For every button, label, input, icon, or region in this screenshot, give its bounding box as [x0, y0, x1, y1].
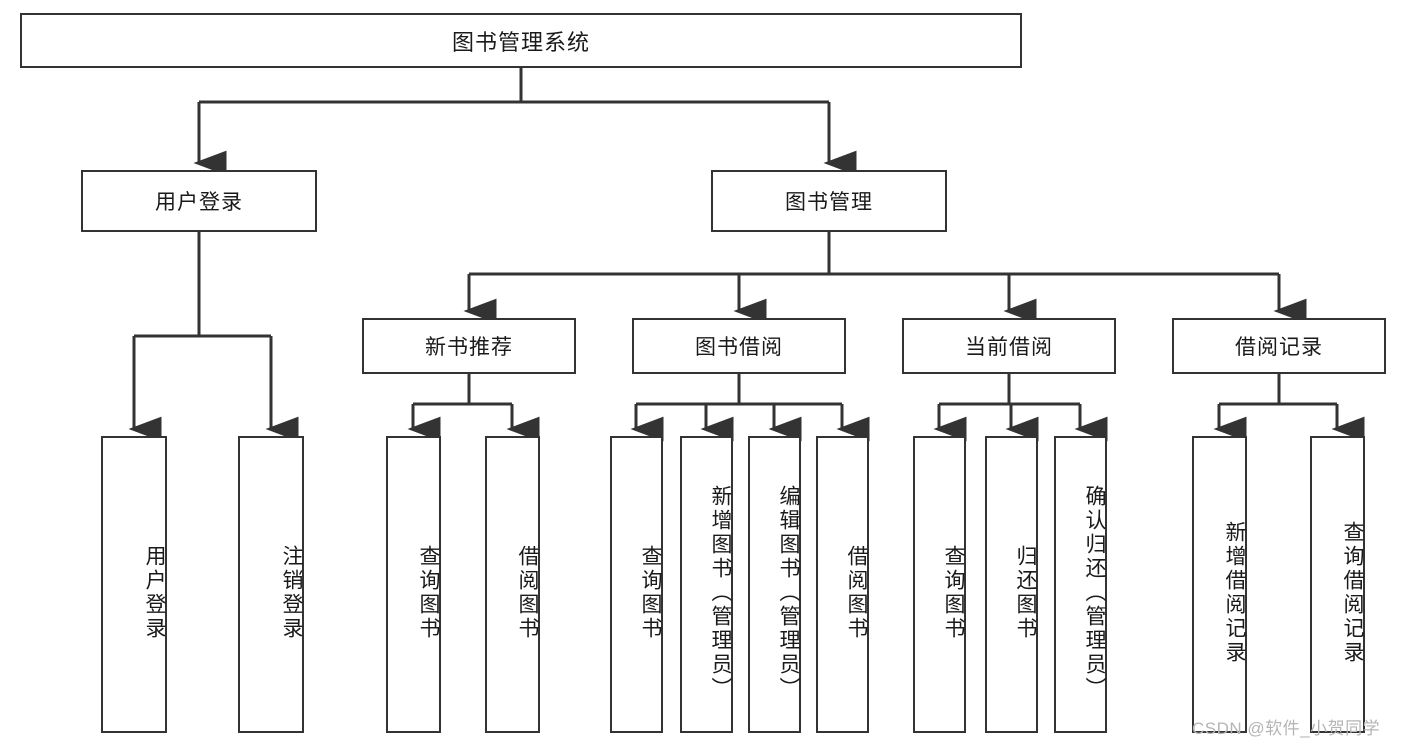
leaf-query-book-borrow[interactable]: 查询图书: [610, 436, 663, 733]
leaf-add-borrow-record[interactable]: 新增借阅记录: [1192, 436, 1247, 733]
leaf-borrow-book[interactable]: 借阅图书: [816, 436, 869, 733]
leaf-confirm-return-admin[interactable]: 确认归还（管理员）: [1054, 436, 1107, 733]
node-book-borrow[interactable]: 图书借阅: [632, 318, 846, 374]
node-root[interactable]: 图书管理系统: [20, 13, 1022, 68]
leaf-logout[interactable]: 注销登录: [238, 436, 304, 733]
leaf-query-borrow-record[interactable]: 查询借阅记录: [1310, 436, 1365, 733]
leaf-query-book-recommend[interactable]: 查询图书: [386, 436, 441, 733]
leaf-edit-book-admin[interactable]: 编辑图书（管理员）: [748, 436, 801, 733]
node-borrow-record[interactable]: 借阅记录: [1172, 318, 1386, 374]
leaf-query-book-current[interactable]: 查询图书: [913, 436, 966, 733]
watermark-text: CSDN @软件_小贺同学: [1192, 719, 1381, 738]
leaf-user-login[interactable]: 用户登录: [101, 436, 167, 733]
leaf-borrow-book-recommend[interactable]: 借阅图书: [485, 436, 540, 733]
leaf-return-book[interactable]: 归还图书: [985, 436, 1038, 733]
node-new-book-recommend[interactable]: 新书推荐: [362, 318, 576, 374]
node-current-borrow[interactable]: 当前借阅: [902, 318, 1116, 374]
node-book-management[interactable]: 图书管理: [711, 170, 947, 232]
node-user-login[interactable]: 用户登录: [81, 170, 317, 232]
leaf-add-book-admin[interactable]: 新增图书（管理员）: [680, 436, 733, 733]
